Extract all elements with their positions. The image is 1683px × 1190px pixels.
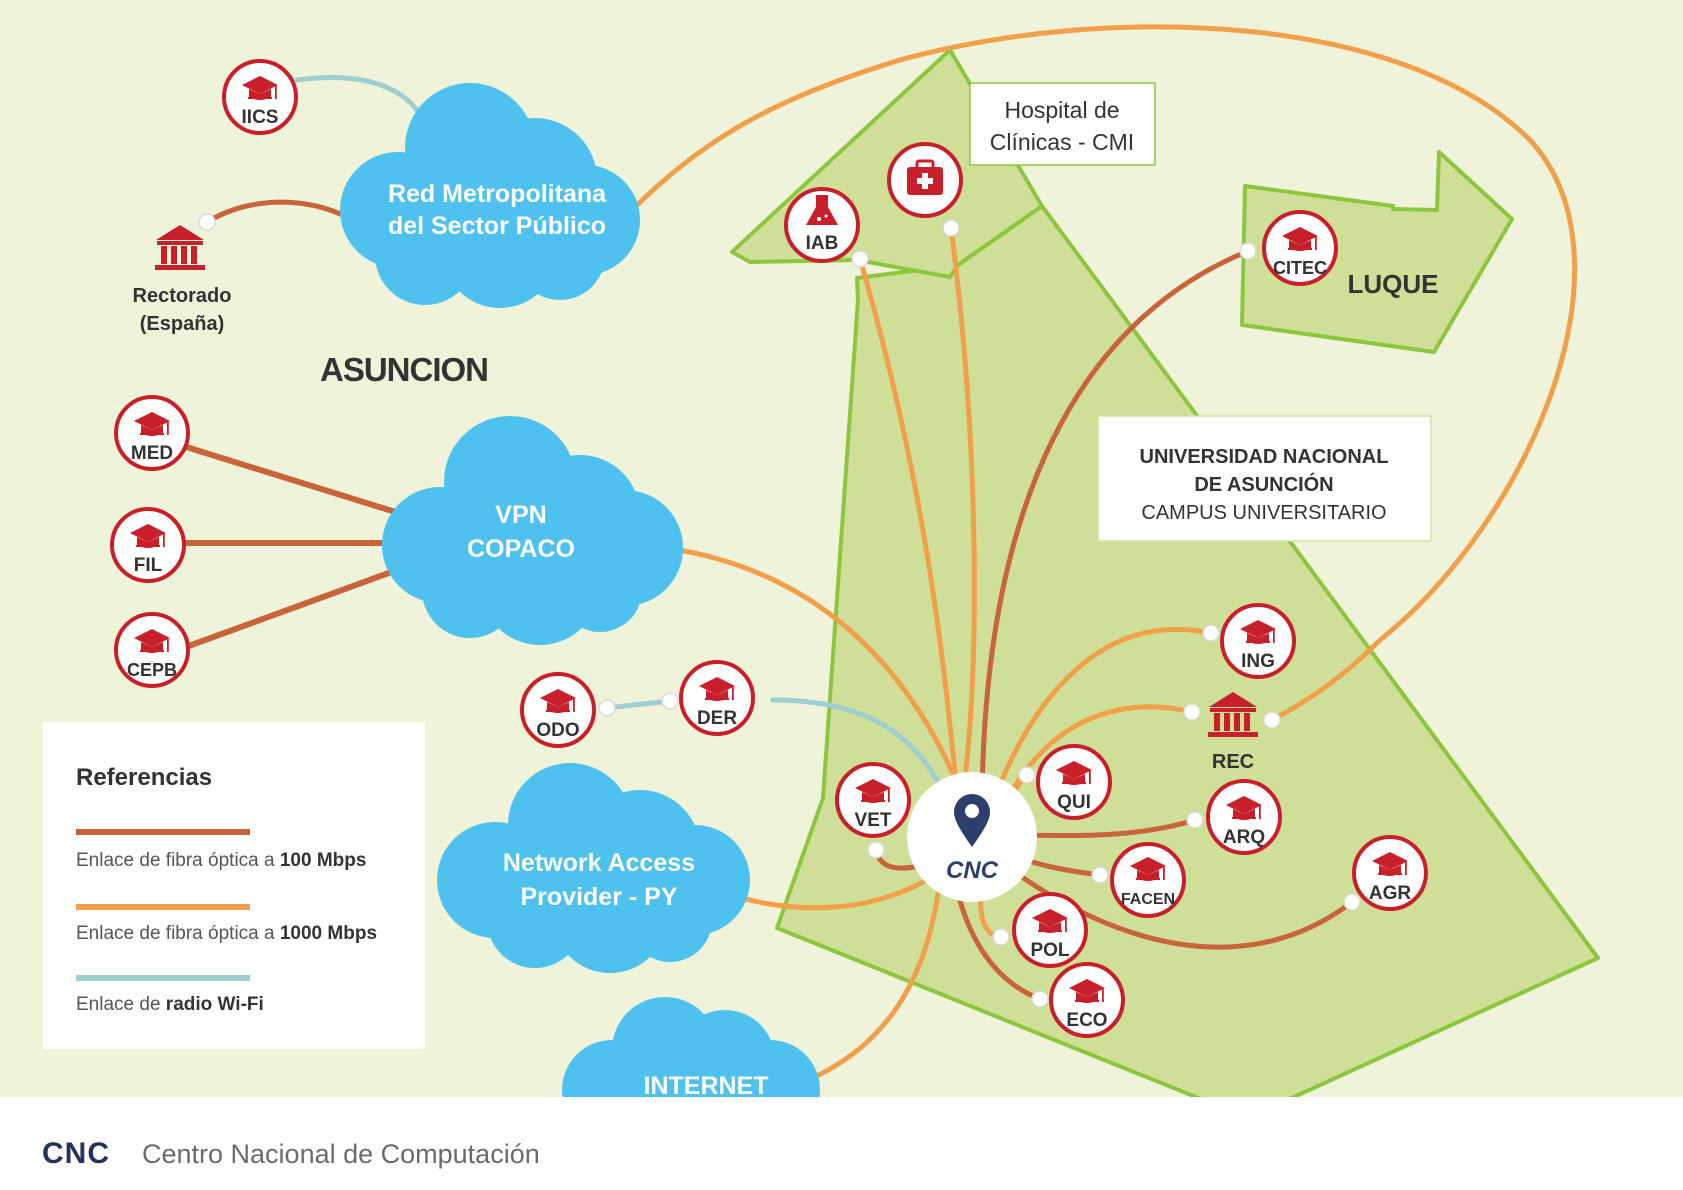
legend-swatch-fiber-1000	[76, 904, 250, 910]
node-rec-label: REC	[1212, 751, 1254, 773]
node-eco-label: ECO	[1066, 1010, 1107, 1031]
node-vet-label: VET	[855, 810, 892, 831]
node-fil-label: FIL	[134, 555, 163, 576]
links	[177, 24, 1578, 1083]
node-rectorado-label-line2: (España)	[140, 313, 224, 335]
cnc-logo: CNC	[42, 1137, 110, 1170]
node-iics: IICS	[222, 59, 298, 135]
link-odo-der	[604, 698, 673, 711]
node-rec: REC	[1208, 692, 1258, 773]
link-rectorado-rmsp	[204, 199, 366, 231]
legend-title: Referencias	[76, 764, 213, 791]
footer: CNC Centro Nacional de Computación	[0, 1097, 1683, 1190]
campus-label-line1: UNIVERSIDAD NACIONAL	[1140, 446, 1389, 468]
node-pol-label: POL	[1030, 940, 1069, 961]
node-med: MED	[114, 395, 190, 471]
node-ing-label: ING	[1241, 651, 1275, 672]
flask-icon	[806, 195, 838, 225]
node-qui: QUI	[1036, 744, 1112, 820]
node-facen: FACEN	[1110, 842, 1186, 918]
cloud-vpn-line2: COPACO	[467, 535, 575, 563]
link-cepb-vpn	[183, 564, 408, 650]
node-der: DER	[679, 660, 755, 736]
link-vpn-cnc	[640, 542, 961, 788]
node-citec-label: CITEC	[1273, 258, 1327, 278]
node-rectorado: Rectorado (España)	[133, 225, 232, 335]
node-facen-label: FACEN	[1121, 891, 1175, 908]
node-med-label: MED	[131, 443, 173, 464]
legend-item-text: Enlace de	[76, 994, 166, 1015]
node-arq: ARQ	[1206, 779, 1282, 855]
link-der-cnc	[770, 697, 953, 811]
link-nap-cnc	[713, 872, 938, 911]
cloud-vpn-line1: VPN	[495, 501, 546, 529]
node-agr-label: AGR	[1369, 883, 1412, 904]
node-rectorado-label-line1: Rectorado	[133, 285, 232, 307]
node-vet: VET	[835, 762, 911, 838]
link-iab-cnc	[857, 256, 961, 803]
campus-label-line3: CAMPUS UNIVERSITARIO	[1141, 502, 1386, 524]
legend-item-type: radio Wi-Fi	[165, 994, 264, 1015]
node-cnc: CNC	[907, 772, 1037, 902]
node-cnc-label: CNC	[946, 857, 999, 884]
node-arq-label: ARQ	[1223, 827, 1265, 848]
node-iab: IAB	[784, 187, 860, 263]
node-pol: POL	[1012, 892, 1088, 968]
legend-item-fiber-1000: Enlace de fibra óptica a 1000 Mbps	[76, 923, 377, 945]
node-eco: ECO	[1049, 962, 1125, 1038]
node-qui-label: QUI	[1057, 792, 1091, 813]
legend-item-speed: 100 Mbps	[279, 850, 367, 871]
link-ing-cnc	[987, 626, 1214, 813]
legend-item-wifi: Enlace de radio Wi-Fi	[76, 994, 264, 1016]
node-cepb-label: CEPB	[127, 660, 177, 680]
link-citec-cnc	[979, 248, 1251, 803]
node-odo-label: ODO	[536, 720, 579, 741]
cloud-internet-label: INTERNET	[644, 1072, 769, 1100]
cloud-vpn: VPN COPACO	[382, 416, 683, 645]
cloud-rmsp: Red Metropolitana del Sector Público	[340, 83, 640, 308]
hospital-label-line2: Clínicas - CMI	[990, 129, 1134, 155]
node-odo: ODO	[520, 672, 596, 748]
cloud-nap-line2: Provider - PY	[521, 883, 678, 911]
map-pin-icon	[954, 794, 990, 847]
cloud-rmsp-line1: Red Metropolitana	[388, 180, 607, 208]
region-luque-label: LUQUE	[1348, 269, 1439, 299]
node-cepb: CEPB	[114, 612, 190, 688]
legend-swatch-fiber-100	[76, 829, 250, 835]
region-asuncion-label: ASUNCION	[320, 351, 488, 388]
campus-box: UNIVERSIDAD NACIONAL DE ASUNCIÓN CAMPUS …	[1097, 415, 1432, 542]
hospital-box: Hospital de Clínicas - CMI	[969, 82, 1156, 166]
node-hospital	[887, 142, 963, 218]
legend-item-text: Enlace de fibra óptica a	[76, 923, 280, 944]
legend: Referencias Enlace de fibra óptica a 100…	[43, 722, 425, 1049]
link-internet-cnc	[805, 877, 943, 1083]
link-med-vpn	[177, 442, 408, 518]
legend-swatch-wifi	[76, 975, 250, 981]
hospital-label-line1: Hospital de	[1004, 97, 1119, 123]
cloud-nap-line1: Network Access	[503, 849, 695, 877]
medical-kit-icon	[907, 159, 943, 195]
node-iics-label: IICS	[242, 107, 279, 128]
footer-title: Centro Nacional de Computación	[142, 1139, 540, 1169]
node-citec: CITEC	[1262, 210, 1338, 286]
node-ing: ING	[1220, 603, 1296, 679]
legend-item-speed: 1000 Mbps	[279, 923, 378, 944]
node-der-label: DER	[697, 708, 737, 729]
cloud-rmsp-line2: del Sector Público	[388, 212, 606, 240]
node-iab-label: IAB	[806, 233, 839, 254]
node-fil: FIL	[110, 507, 186, 583]
building-icon	[155, 225, 205, 270]
link-rmsp-hospital-citec	[617, 24, 1578, 723]
link-hospital-cnc	[948, 225, 977, 803]
luque-region	[1240, 150, 1514, 354]
legend-item-fiber-100: Enlace de fibra óptica a 100 Mbps	[76, 850, 366, 872]
legend-item-text: Enlace de fibra óptica a	[76, 850, 280, 871]
cloud-nap: Network Access Provider - PY	[437, 763, 750, 973]
campus-label-line2: DE ASUNCIÓN	[1194, 472, 1333, 496]
node-agr: AGR	[1352, 835, 1428, 911]
